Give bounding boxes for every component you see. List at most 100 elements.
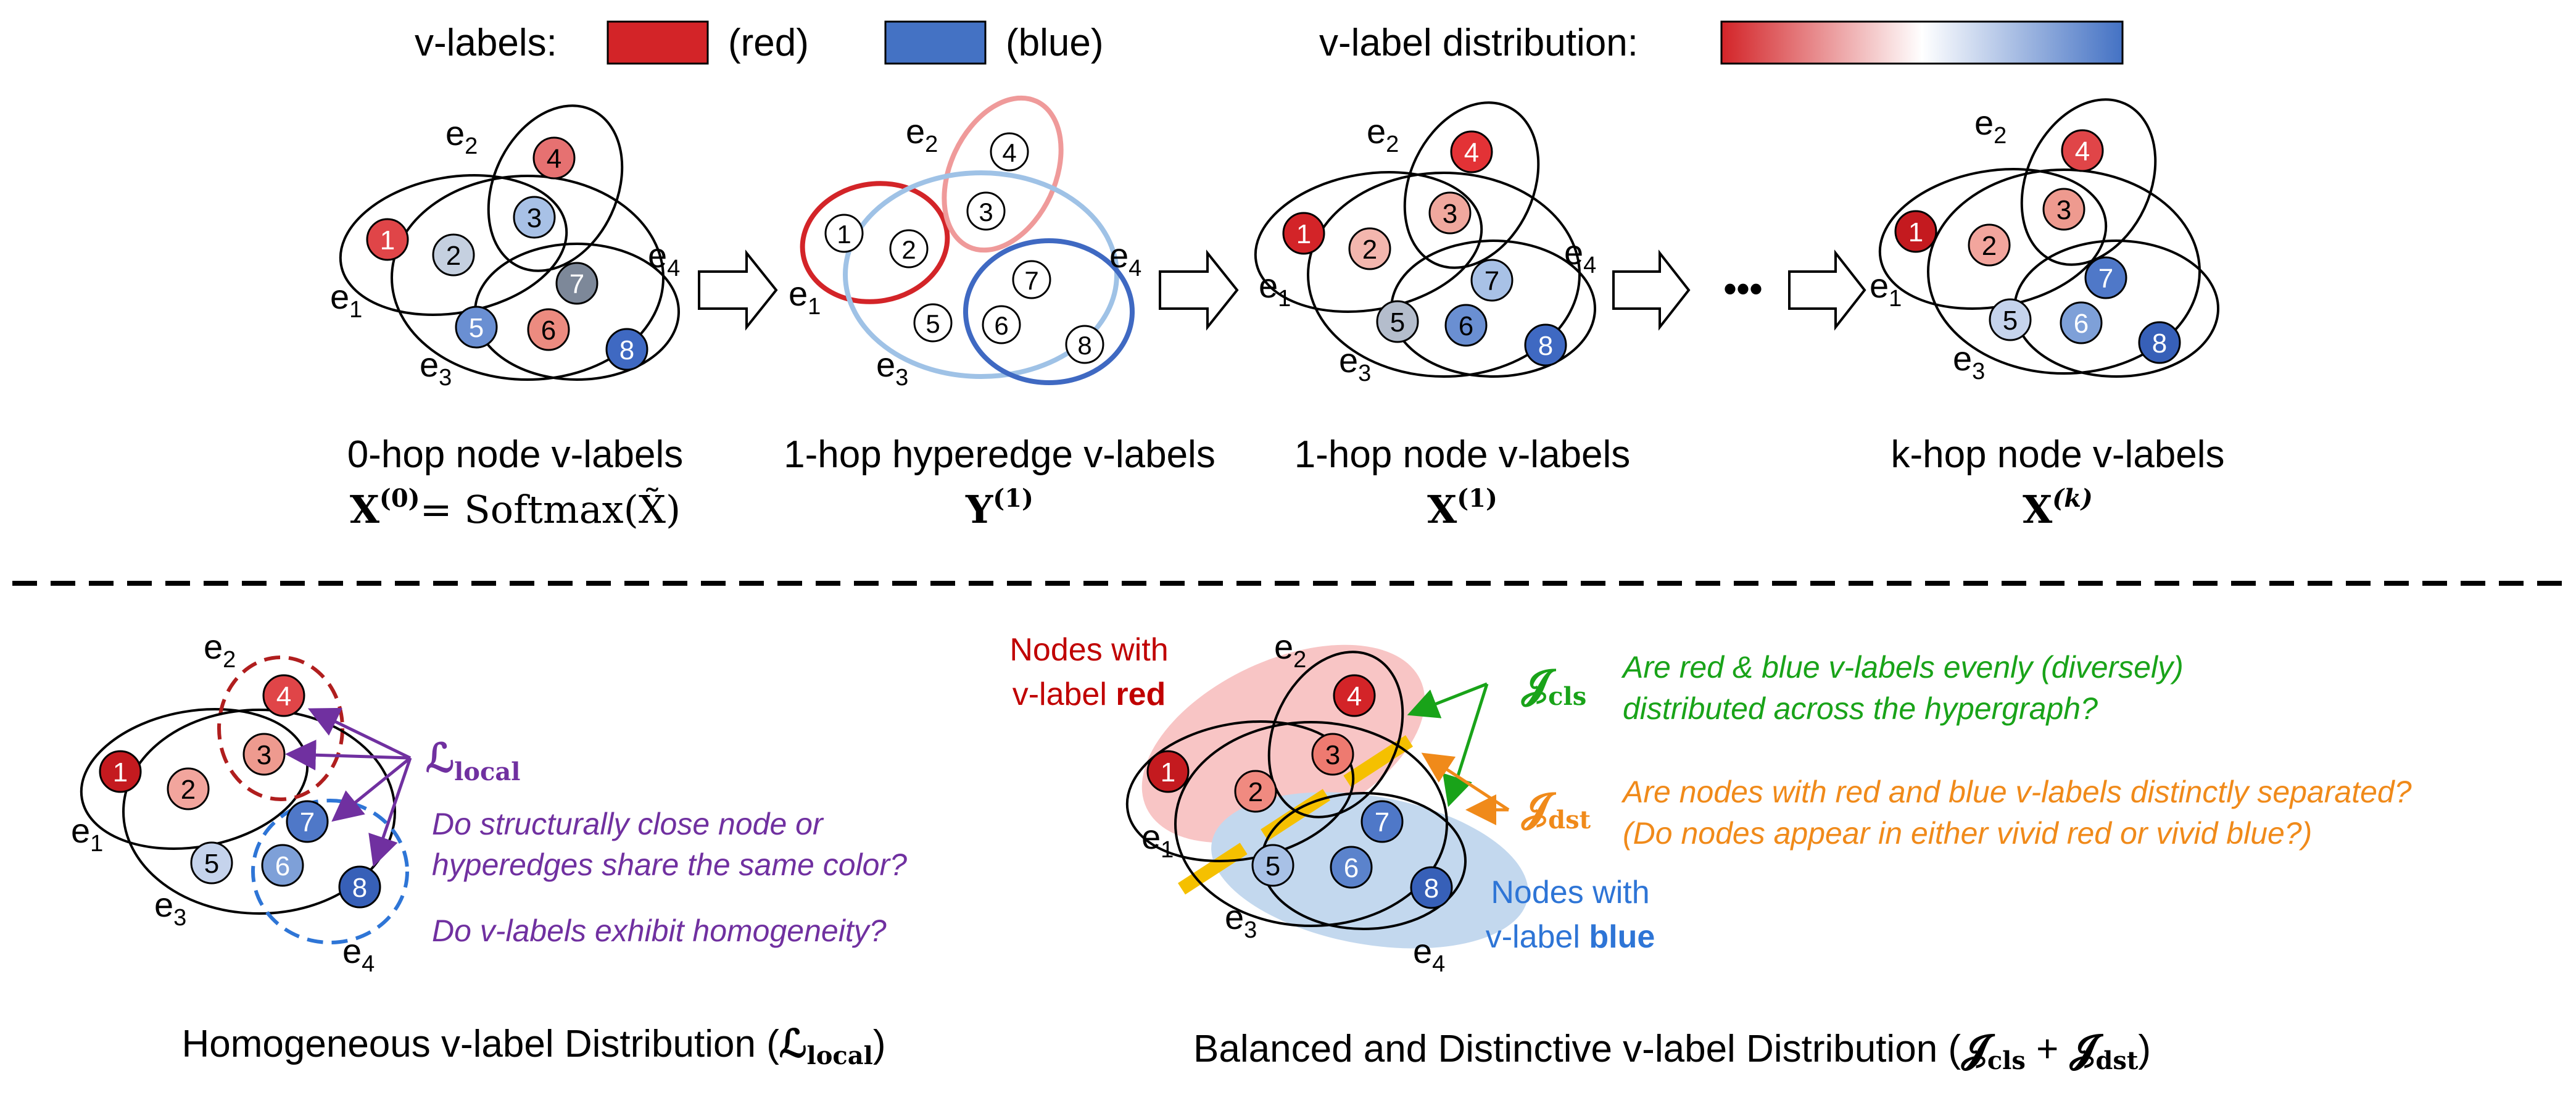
- panel-1hop-node-graph: 1 2 3 4 5 6 7 8 e1 e2 e3 e4: [1254, 101, 1596, 386]
- cls-question-1: Are red & blue v-labels evenly (diversel…: [1621, 650, 2184, 685]
- legend: v-labels: (red) (blue) v-label distribut…: [415, 20, 2124, 65]
- dst-symbol: 𝓙dst: [1521, 785, 1591, 835]
- svg-text:6: 6: [275, 851, 290, 881]
- node-5: 5: [1376, 300, 1419, 343]
- svg-text:1: 1: [113, 757, 128, 788]
- node-4: 4: [990, 132, 1029, 172]
- hyperedge-e2: [1403, 101, 1540, 269]
- homogeneous-caption: Homogeneous v-label Distribution (ℒlocal…: [181, 1021, 885, 1070]
- node-4: 4: [262, 674, 305, 717]
- node-5: 5: [913, 303, 953, 343]
- legend-distribution-title: v-label distribution:: [1319, 22, 1638, 64]
- panel-khop-formula: X(k): [2023, 484, 2093, 532]
- label-e4: e4: [342, 931, 375, 977]
- svg-text:3: 3: [257, 740, 271, 770]
- node-6: 6: [1330, 846, 1373, 889]
- node-4: 4: [1333, 674, 1376, 717]
- svg-text:4: 4: [2075, 136, 2090, 167]
- label-e4: e4: [1564, 233, 1596, 278]
- svg-text:1: 1: [837, 220, 851, 249]
- svg-text:4: 4: [276, 681, 291, 712]
- svg-text:7: 7: [1375, 807, 1389, 838]
- node-7: 7: [1360, 800, 1404, 843]
- svg-text:7: 7: [569, 269, 584, 299]
- node-7: 7: [286, 800, 329, 843]
- panel-khop-title: k-hop node v-labels: [1891, 433, 2224, 476]
- node-2: 2: [1348, 227, 1391, 270]
- node-8: 8: [1065, 325, 1104, 364]
- label-e2: e2: [445, 114, 478, 159]
- blue-group-label-2: v-label blue: [1486, 919, 1655, 955]
- label-e1: e1: [71, 811, 103, 857]
- svg-text:5: 5: [469, 313, 484, 343]
- svg-text:4: 4: [1002, 138, 1016, 167]
- svg-text:8: 8: [1424, 873, 1439, 904]
- node-8: 8: [338, 865, 381, 909]
- label-e1: e1: [330, 277, 362, 323]
- label-e1: e1: [789, 274, 821, 320]
- label-e1: e1: [1259, 266, 1291, 312]
- local-question-2: Do v-labels exhibit homogeneity?: [432, 914, 887, 948]
- svg-text:8: 8: [352, 873, 367, 903]
- node-6: 6: [1444, 304, 1488, 347]
- dst-question-2: (Do nodes appear in either vivid red or …: [1623, 816, 2312, 851]
- red-group-label-2: v-label red: [1013, 676, 1166, 712]
- svg-text:2: 2: [901, 235, 916, 264]
- label-e4: e4: [1413, 931, 1445, 977]
- local-question-1: Do structurally close node or: [432, 807, 824, 841]
- node-5: 5: [1251, 844, 1294, 887]
- svg-text:5: 5: [2003, 306, 2018, 336]
- node-2: 2: [1968, 223, 2011, 267]
- hyperedge-e4: [251, 799, 409, 944]
- flow-arrow-4: [1788, 249, 1866, 331]
- node-1: 1: [1282, 212, 1325, 255]
- hyperedge-e2: [1267, 651, 1404, 818]
- label-e3: e3: [1953, 339, 1985, 385]
- label-e3: e3: [876, 345, 908, 391]
- ellipsis: •••: [1723, 268, 1762, 309]
- panel-1hop-node-title: 1-hop node v-labels: [1294, 433, 1631, 476]
- hyperedge-e3: [1927, 169, 2201, 375]
- node-4: 4: [1450, 130, 1493, 173]
- panel-0hop-title: 0-hop node v-labels: [347, 433, 684, 476]
- node-6: 6: [2060, 301, 2103, 344]
- local-question-1b: hyperedges share the same color?: [432, 847, 907, 882]
- node-1: 1: [1894, 210, 1937, 253]
- blue-group-label: Nodes with: [1491, 875, 1649, 910]
- node-5: 5: [190, 841, 233, 884]
- node-1: 1: [366, 218, 409, 261]
- label-e3: e3: [1339, 341, 1371, 386]
- svg-text:2: 2: [446, 241, 461, 271]
- node-2: 2: [167, 767, 210, 810]
- balanced-graph: 1 2 3 4 5 6 7 8 e1 e2 e3 e4: [1125, 627, 1528, 977]
- svg-text:6: 6: [1459, 311, 1473, 341]
- cls-arrow-1: [1407, 682, 1488, 718]
- node-1: 1: [1146, 750, 1190, 793]
- svg-text:7: 7: [2098, 264, 2113, 294]
- label-e2: e2: [1274, 627, 1306, 673]
- svg-text:6: 6: [1344, 853, 1359, 883]
- local-arrow-3: [331, 757, 412, 822]
- svg-text:5: 5: [926, 309, 940, 338]
- svg-text:6: 6: [541, 315, 556, 346]
- panel-1hop-hyperedge-title: 1-hop hyperedge v-labels: [784, 433, 1216, 476]
- svg-text:3: 3: [979, 198, 993, 227]
- legend-distribution-gradient: [1720, 20, 2124, 65]
- node-6: 6: [527, 308, 570, 351]
- node-3: 3: [513, 196, 556, 239]
- local-loss-symbol: ℒlocal: [426, 735, 520, 786]
- dst-question-1: Are nodes with red and blue v-labels dis…: [1621, 775, 2412, 809]
- hyperedge-e4: [963, 238, 1135, 385]
- node-4: 4: [532, 136, 576, 180]
- svg-text:3: 3: [1443, 199, 1457, 229]
- node-5: 5: [1989, 298, 2032, 341]
- legend-blue-swatch: [884, 20, 987, 65]
- svg-text:7: 7: [1485, 266, 1499, 296]
- svg-text:1: 1: [380, 225, 395, 256]
- label-e2: e2: [204, 627, 236, 673]
- svg-text:8: 8: [1077, 331, 1091, 360]
- svg-text:7: 7: [1024, 266, 1038, 295]
- hyperedge-e3: [122, 709, 396, 915]
- panel-1hop-hyperedge-formula: Y(1): [965, 484, 1033, 532]
- flow-arrow-1: [698, 249, 778, 331]
